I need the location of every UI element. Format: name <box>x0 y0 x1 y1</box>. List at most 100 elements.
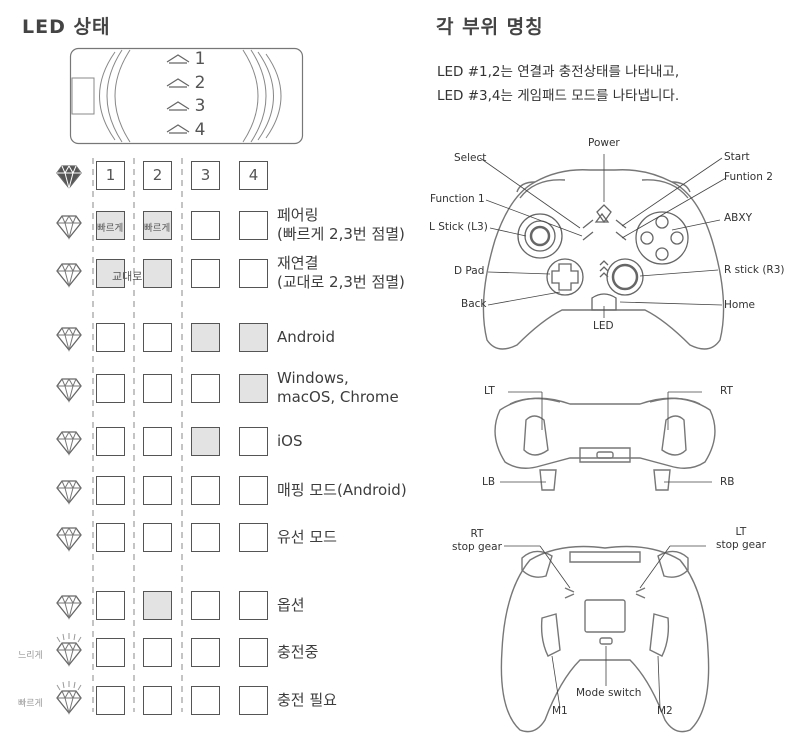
led-illustration-number: 3 <box>194 96 206 116</box>
led-state-label: Android <box>277 327 335 346</box>
label-power: Power <box>588 137 620 149</box>
label-select: Select <box>454 152 487 164</box>
led-2-box <box>143 427 172 456</box>
led-4-box <box>239 686 268 715</box>
led-4-box <box>239 161 268 190</box>
blink-speed-note: 느리게 <box>18 651 43 661</box>
label-d-pad: D Pad <box>454 265 485 277</box>
led-4-box <box>239 591 268 620</box>
label-function-2: Funtion 2 <box>724 171 773 183</box>
led-2-box <box>143 323 172 352</box>
led-3-box <box>191 591 220 620</box>
led-2-box <box>143 591 172 620</box>
led-3-box <box>191 211 220 240</box>
label-home: Home <box>724 299 756 311</box>
led-4-box <box>239 638 268 667</box>
blink-mode-inline-label: 빠르게 <box>97 223 124 234</box>
label-rt-stop-gear: RT stop gear <box>452 528 502 553</box>
gem-logo-icon <box>56 642 82 667</box>
led-4-box <box>239 476 268 505</box>
led-1-box <box>96 259 125 288</box>
led-1-box <box>96 523 125 552</box>
led-3-box <box>191 476 220 505</box>
led-illustration-number: 1 <box>194 49 206 69</box>
led-indicator-illustration <box>69 47 304 145</box>
led-1-box <box>96 374 125 403</box>
led-column-number: 1 <box>105 166 116 184</box>
gem-logo-icon <box>56 595 82 620</box>
gem-logo-icon <box>56 215 82 240</box>
led-2-box <box>143 523 172 552</box>
led-3-box <box>191 161 220 190</box>
gem-logo-icon <box>56 263 82 288</box>
led-2-box <box>143 476 172 505</box>
led-1-box <box>96 427 125 456</box>
blink-mode-inline-label: 교대로 <box>112 270 143 283</box>
led-state-label: 유선 모드 <box>277 527 337 546</box>
led-3-box <box>191 427 220 456</box>
label-rt: RT <box>720 385 733 397</box>
led-section-title: LED 상태 <box>22 16 111 38</box>
led-1-box <box>96 161 125 190</box>
label-start: Start <box>724 151 750 163</box>
controller-back-diagram <box>500 545 710 733</box>
gem-logo-icon <box>56 480 82 505</box>
led-state-label: 매핑 모드(Android) <box>277 480 407 499</box>
led-column-number: 2 <box>152 166 163 184</box>
label-mode-switch: Mode switch <box>576 687 642 699</box>
led-4-box <box>239 374 268 403</box>
controller-front-diagram <box>479 154 727 350</box>
led-4-box <box>239 259 268 288</box>
led-3-box <box>191 523 220 552</box>
label-lb: LB <box>482 476 496 488</box>
parts-description: LED #1,2는 연결과 충전상태를 나타내고, LED #3,4는 게임패드… <box>437 64 680 104</box>
parts-section-title: 각 부위 명칭 <box>436 16 544 38</box>
led-state-label: 충전중 <box>277 642 319 661</box>
label-lt: LT <box>484 385 495 397</box>
led-state-label: 재연결 (교대로 2,3번 점멸) <box>277 254 405 291</box>
led-illustration-number: 2 <box>194 73 206 93</box>
led-column-number: 3 <box>200 166 211 184</box>
led-1-box <box>96 211 125 240</box>
led-1-box <box>96 476 125 505</box>
led-illustration-number: 4 <box>194 120 206 140</box>
label-function-1: Function 1 <box>430 193 485 205</box>
led-3-box <box>191 259 220 288</box>
led-1-box <box>96 323 125 352</box>
led-state-label: 페어링 (빠르게 2,3번 점멸) <box>277 206 405 243</box>
led-state-label: 충전 필요 <box>277 690 337 709</box>
led-4-box <box>239 427 268 456</box>
label-abxy: ABXY <box>724 212 752 224</box>
label-r-stick: R stick (R3) <box>724 264 785 276</box>
led-2-box <box>143 686 172 715</box>
label-l-stick: L Stick (L3) <box>429 221 488 233</box>
led-4-box <box>239 211 268 240</box>
gem-logo-icon <box>56 165 82 190</box>
gem-logo-icon <box>56 327 82 352</box>
led-3-box <box>191 323 220 352</box>
gem-logo-icon <box>56 431 82 456</box>
led-2-box <box>143 161 172 190</box>
led-1-box <box>96 638 125 667</box>
gem-logo-icon <box>56 527 82 552</box>
gem-logo-icon <box>56 690 82 715</box>
label-m1: M1 <box>552 705 568 717</box>
dashed-column-guides <box>92 158 183 712</box>
gem-logo-icon <box>56 378 82 403</box>
label-lt-stop-gear: LT stop gear <box>716 526 766 551</box>
blink-speed-note: 빠르게 <box>18 699 43 709</box>
led-2-box <box>143 638 172 667</box>
blink-rays-icon <box>56 633 82 643</box>
led-1-box <box>96 591 125 620</box>
led-column-number: 4 <box>248 166 259 184</box>
led-2-box <box>143 259 172 288</box>
led-3-box <box>191 374 220 403</box>
led-1-box <box>96 686 125 715</box>
led-state-label: iOS <box>277 431 303 450</box>
led-4-box <box>239 523 268 552</box>
label-back: Back <box>461 298 487 310</box>
label-led: LED <box>593 320 614 332</box>
led-3-box <box>191 686 220 715</box>
led-state-label: 옵션 <box>277 595 305 614</box>
led-2-box <box>143 374 172 403</box>
